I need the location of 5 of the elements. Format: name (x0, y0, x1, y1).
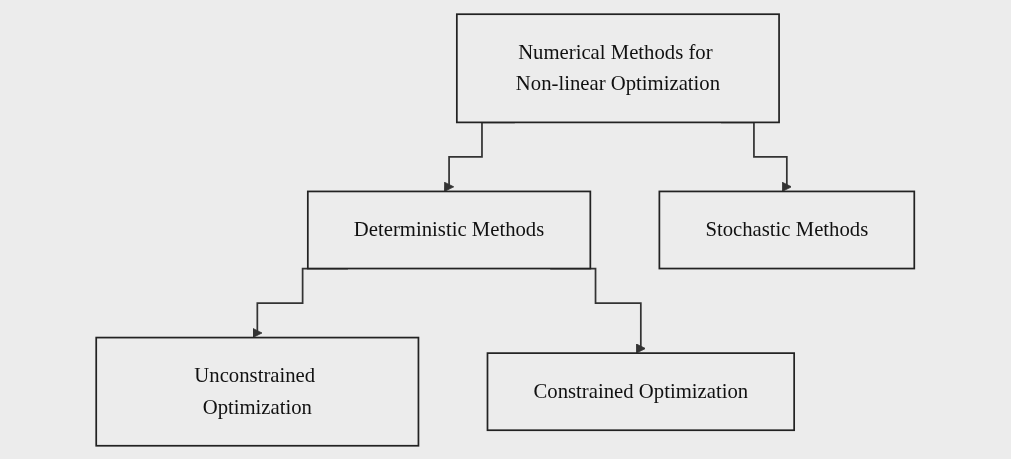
node-box: Stochastic Methods (658, 190, 916, 269)
node-box: Numerical Methods for Non-linear Optimization (456, 12, 781, 123)
node-box: Unconstrained Optimization (95, 336, 420, 447)
node-box: Deterministic Methods (307, 190, 592, 269)
node-box: Constrained Optimization (486, 351, 796, 431)
